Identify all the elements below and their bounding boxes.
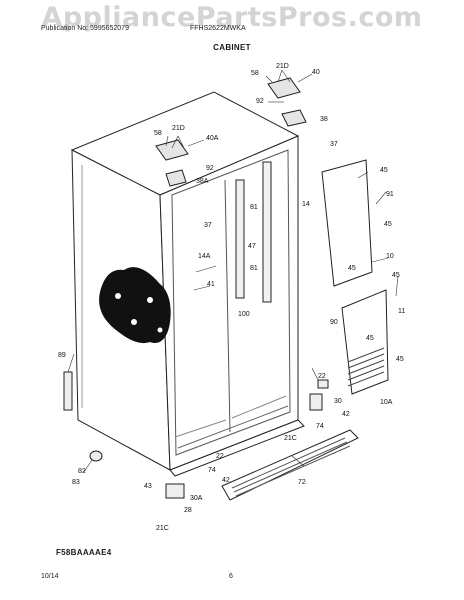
callout: 37 [330, 141, 338, 148]
rear-panel [321, 159, 389, 395]
callout: 45 [366, 335, 374, 342]
callout: 74 [316, 423, 324, 430]
callout: 38 [320, 116, 328, 123]
callout: 42 [342, 411, 350, 418]
footer-date: 10/14 [41, 573, 59, 580]
callout: 42 [222, 477, 230, 484]
callout: 10A [380, 399, 393, 406]
callout: 30 [334, 398, 342, 405]
callout: 40A [206, 135, 219, 142]
watermark: AppliancePartsPros.com [41, 2, 423, 33]
callout: 83 [72, 479, 80, 486]
page-title: CABINET [213, 43, 251, 52]
callout: 58 [251, 70, 259, 77]
callout: 37 [204, 222, 212, 229]
callout: 45 [384, 221, 392, 228]
callout: 21C [156, 525, 169, 532]
callout: 30A [190, 495, 203, 502]
callout: 72 [298, 479, 306, 486]
model-number: FFHS2622MWKA [190, 25, 246, 32]
hinge-parts [155, 77, 307, 187]
callout: 21D [276, 63, 289, 70]
callout: 81 [250, 265, 258, 272]
insulation-blob [99, 267, 171, 344]
callout: 92 [206, 165, 214, 172]
callout: 38A [196, 178, 209, 185]
callout-labels: 58 21D 40 92 38 37 58 21D 40A 92 38A 37 … [58, 63, 405, 532]
light-strip [235, 161, 272, 303]
callout: 41 [207, 281, 215, 288]
callout: 28 [184, 507, 192, 514]
callout: 11 [398, 308, 405, 315]
footer-page-number: 6 [229, 573, 233, 580]
callout: 10 [386, 253, 394, 260]
callout: 21C [284, 435, 297, 442]
callout: 45 [396, 356, 404, 363]
callout: 43 [144, 483, 152, 490]
callout: 90 [330, 319, 338, 326]
callout: 91 [386, 191, 394, 198]
diagram-code: F58BAAAAE4 [56, 548, 112, 557]
callout: 45 [348, 265, 356, 272]
publication-number: Publication No: 5995652079 [41, 25, 129, 32]
callout: 21D [172, 125, 185, 132]
leader-lines [67, 69, 399, 473]
callout: 89 [58, 352, 66, 359]
callout: 58 [154, 130, 162, 137]
callout: 92 [256, 98, 264, 105]
callout: 40 [312, 69, 320, 76]
callout: 47 [248, 243, 256, 250]
callout: 82 [78, 468, 86, 475]
callout: 22 [216, 453, 224, 460]
small-parts [63, 371, 329, 499]
callout: 74 [208, 467, 216, 474]
callout: 100 [238, 311, 250, 318]
callout: 45 [380, 167, 388, 174]
kick-plate-grille [221, 429, 359, 501]
callout: 81 [250, 204, 258, 211]
callout: 14A [198, 253, 211, 260]
callout: 22 [318, 373, 326, 380]
callout: 14 [302, 201, 310, 208]
callout: 45 [392, 272, 400, 279]
